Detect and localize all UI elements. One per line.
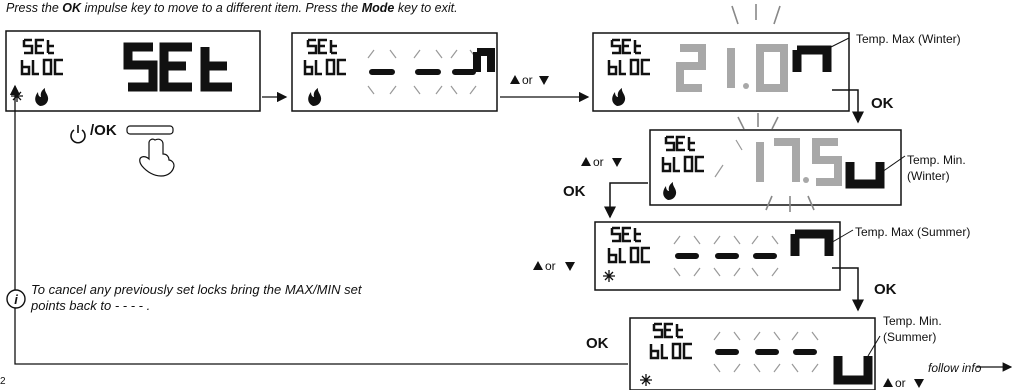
or-word-1: or (522, 73, 533, 87)
cancel-locks-note: To cancel any previously set locks bring… (31, 282, 361, 314)
power-ok-key-label: /OK (90, 122, 117, 139)
power-icon (71, 125, 85, 143)
lcd-display-2 (292, 33, 497, 111)
ok-label-1: OK (871, 95, 894, 112)
arrow-d4-to-d5 (610, 183, 648, 217)
lcd-display-1 (6, 31, 260, 111)
lcd-display-4 (650, 130, 901, 205)
lcd-display-5 (595, 222, 840, 290)
label-temp-min-winter-2: (Winter) (907, 169, 950, 183)
svg-text:i: i (14, 292, 18, 307)
ok-label-4: OK (586, 335, 609, 352)
ok-label-3: OK (874, 281, 897, 298)
lcd-display-6 (630, 318, 875, 390)
label-temp-min-summer-1: Temp. Min. (883, 314, 942, 328)
or-word-4: or (895, 376, 906, 390)
blink-rays (732, 4, 780, 24)
page-number: 2 (0, 376, 6, 387)
info-icon: i (7, 290, 25, 308)
ok-label-2: OK (563, 183, 586, 200)
label-temp-max-summer: Temp. Max (Summer) (855, 225, 970, 239)
label-follow-info: follow info (928, 361, 981, 375)
lcd-display-3 (593, 33, 849, 111)
label-temp-min-winter-1: Temp. Min. (907, 153, 966, 167)
label-temp-min-summer-2: (Summer) (883, 330, 936, 344)
or-word-3: or (545, 259, 556, 273)
or-word-2: or (593, 155, 604, 169)
label-temp-max-winter: Temp. Max (Winter) (856, 32, 961, 46)
ok-key-button (127, 126, 174, 176)
